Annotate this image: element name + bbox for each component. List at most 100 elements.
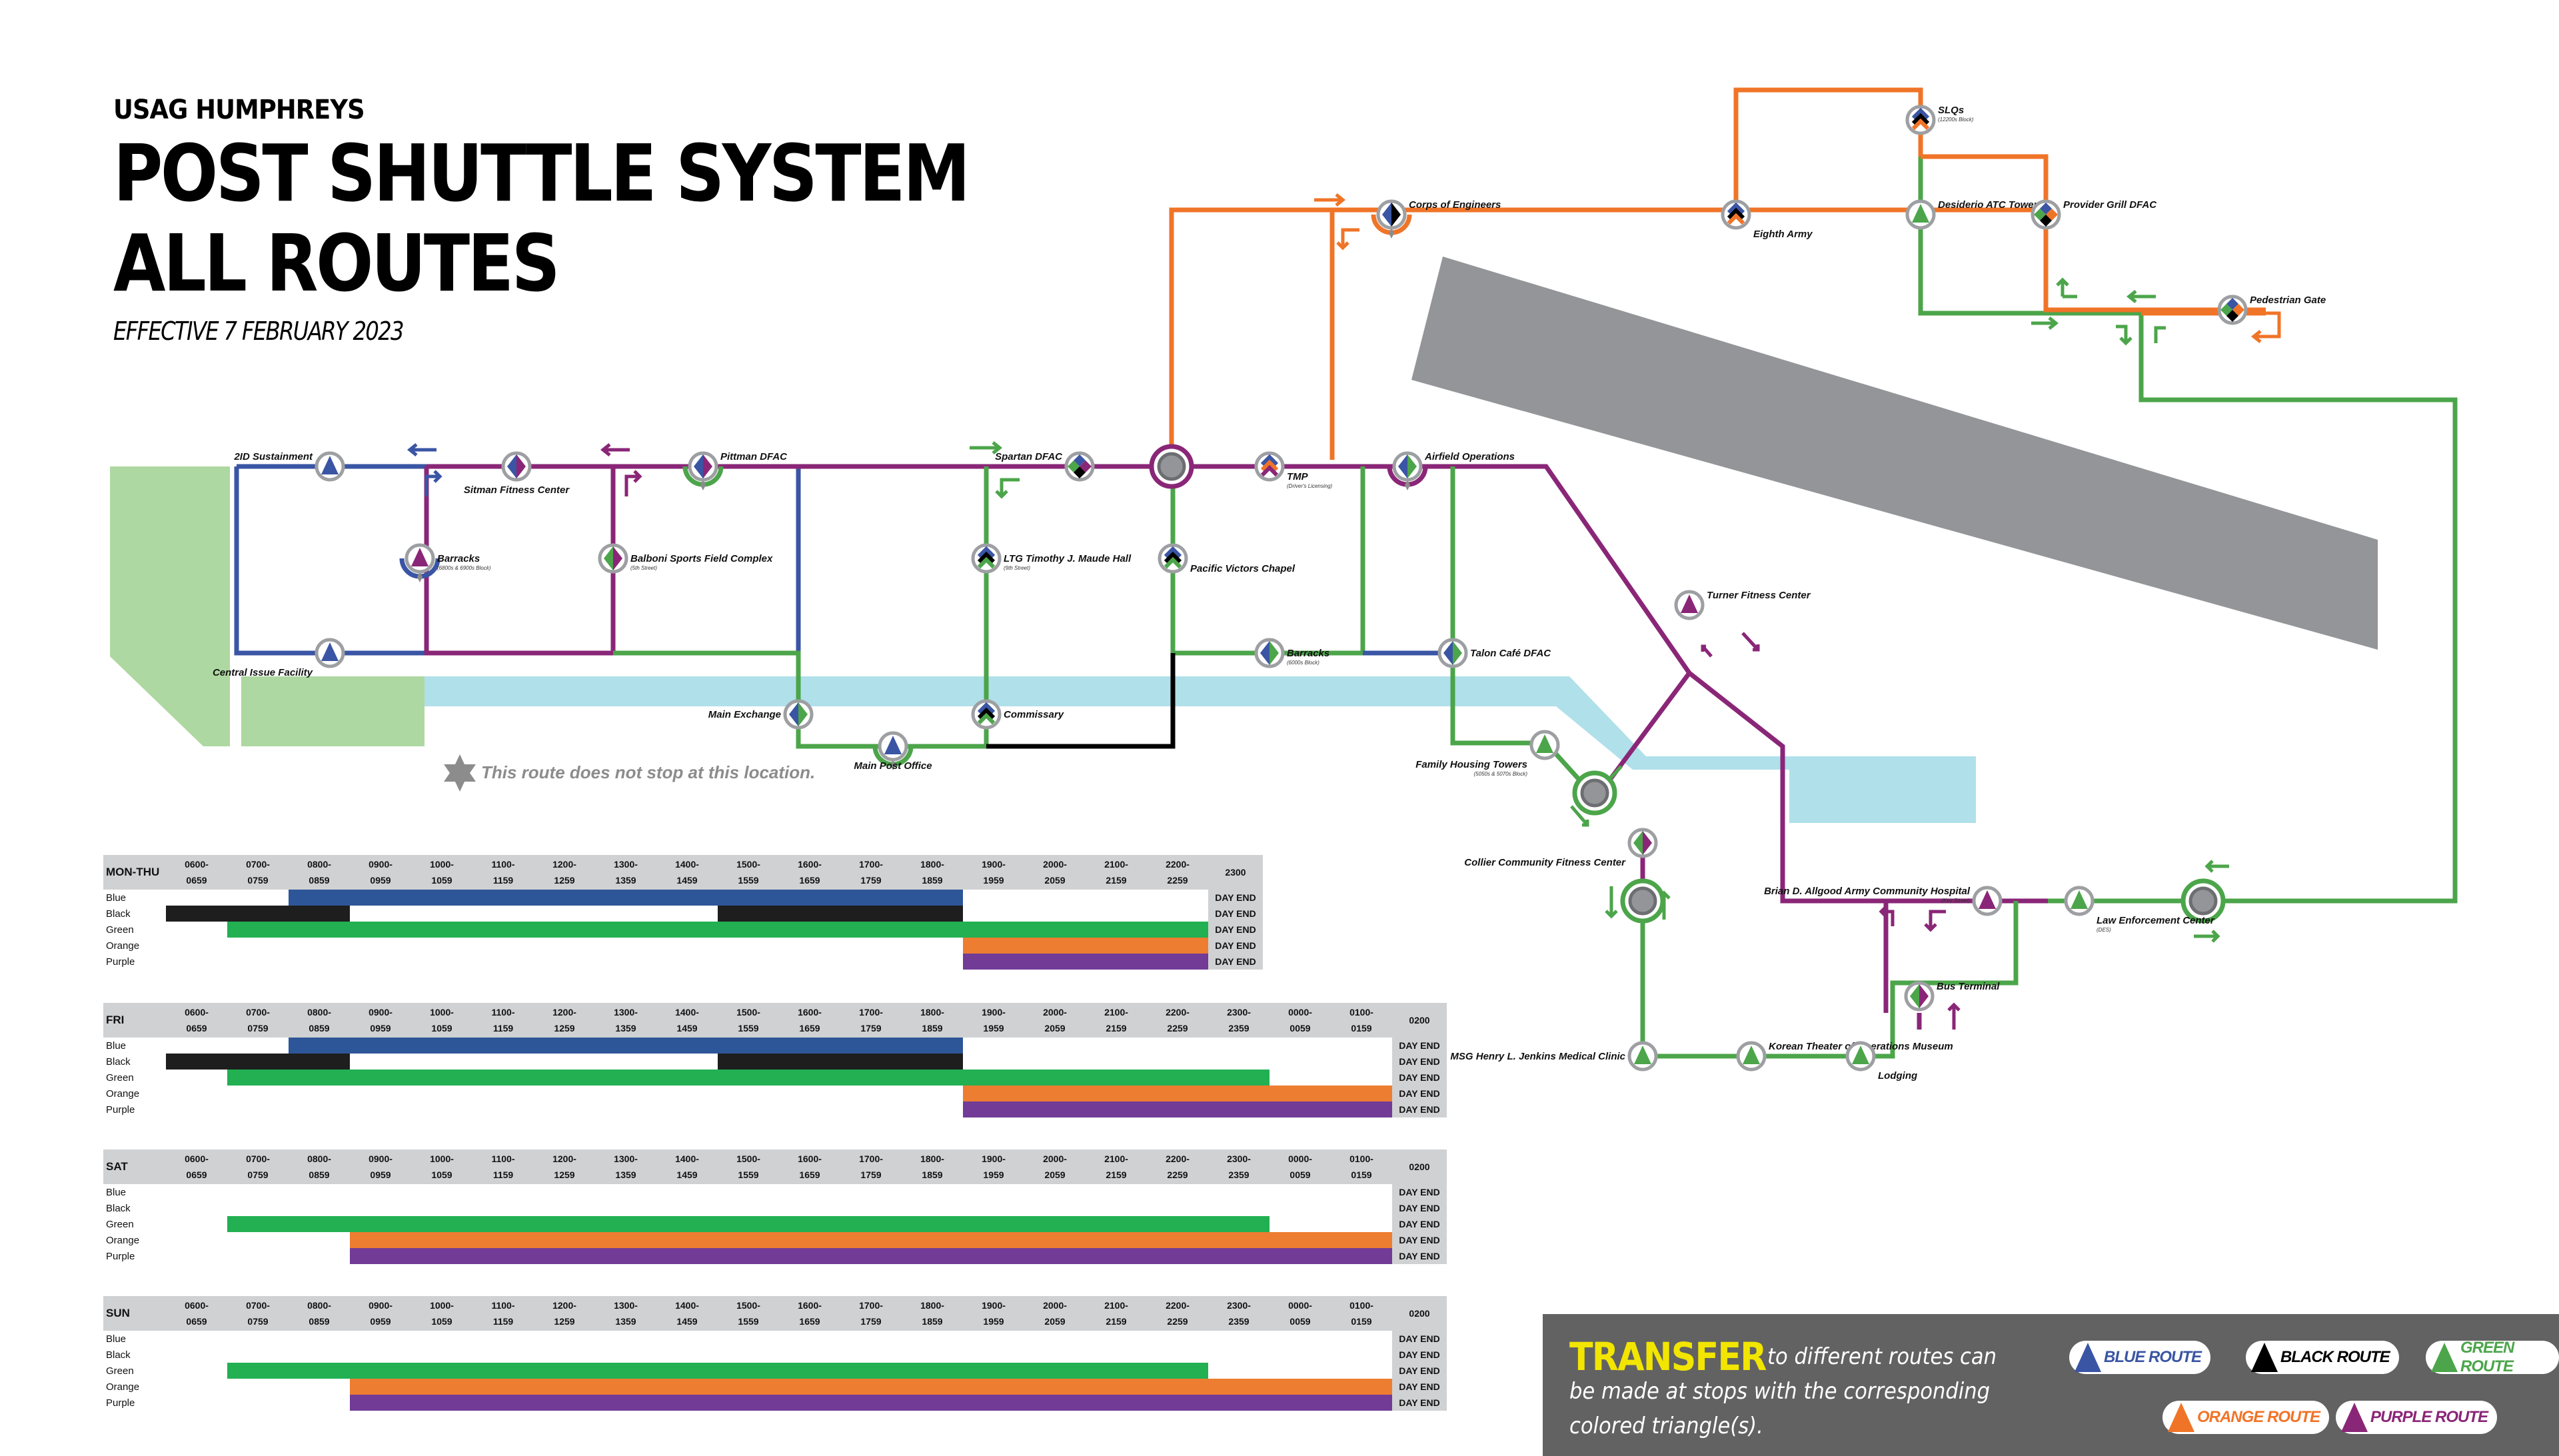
stop-marker[interactable]: Pittman DFAC: [682, 451, 788, 490]
stop-marker[interactable]: Corps of Engineers: [1371, 199, 1501, 239]
stop-marker[interactable]: Turner Fitness Center: [1674, 590, 1811, 620]
service-inactive-cell: [1024, 1200, 1086, 1216]
service-active-cell: [350, 1070, 411, 1086]
stop-label: Brian D. Allgood Army Community Hospital: [1764, 886, 1971, 897]
stop-marker[interactable]: LTG Timothy J. Maude Hall(9th Street): [971, 543, 1132, 574]
stop-marker[interactable]: Airfield Operations: [1387, 451, 1515, 490]
stop-marker[interactable]: 2ID Sustainment: [233, 451, 345, 482]
service-active-cell: [718, 1232, 779, 1248]
stop-marker[interactable]: Balboni Sports Field Complex(5th Street): [598, 543, 773, 574]
route-triangles-icon: [884, 736, 902, 754]
service-active-cell: [472, 1395, 534, 1411]
time-slot-header: 1500-1559: [718, 1296, 779, 1331]
stop-marker[interactable]: TMP(Driver's Licensing): [1254, 451, 1333, 489]
stop-marker[interactable]: Pacific Victors Chapel: [1158, 543, 1295, 574]
stop-marker[interactable]: Sitman Fitness Center: [464, 451, 570, 496]
service-active-cell: [350, 1363, 411, 1379]
service-inactive-cell: [963, 1038, 1024, 1054]
stop-marker[interactable]: Provider Grill DFAC: [2031, 199, 2157, 230]
route-triangles-icon: [1633, 831, 1652, 855]
stop-marker[interactable]: Law Enforcement Center(DES): [2064, 886, 2215, 933]
stop-label: SLQs: [1938, 105, 1964, 116]
day-end-label: DAY END: [1392, 1395, 1447, 1411]
service-inactive-cell: [534, 954, 595, 970]
service-active-cell: [963, 1232, 1024, 1248]
stop-marker[interactable]: Pedestrian Gate: [2217, 295, 2326, 325]
stop-marker[interactable]: Collier Community Fitness Center: [1464, 828, 1658, 868]
service-active-cell: [656, 890, 718, 906]
legend-green-route: GREEN ROUTE: [2426, 1339, 2559, 1375]
service-active-cell: [534, 1232, 595, 1248]
black-route-line: [986, 653, 1176, 749]
day-end-label: DAY END: [1392, 1184, 1447, 1200]
route-name: Orange: [106, 1234, 140, 1246]
service-active-cell: [1208, 1232, 1270, 1248]
time-slot-header: 1200-1259: [534, 1003, 595, 1038]
stop-sublabel: (Driver's Licensing): [1287, 483, 1333, 489]
service-active-cell: [656, 1363, 718, 1379]
stop-marker[interactable]: Desiderio ATC Tower: [1905, 199, 2039, 230]
stop-marker[interactable]: Central Issue Facility: [213, 638, 345, 678]
service-active-cell: [963, 1216, 1024, 1232]
service-inactive-cell: [718, 1200, 779, 1216]
service-active-cell: [902, 922, 963, 938]
service-inactive-cell: [1086, 1331, 1147, 1347]
star-icon: [1389, 228, 1394, 239]
route-triangles-icon: [1382, 203, 1401, 227]
day-end-label: DAY END: [1208, 938, 1263, 954]
service-inactive-cell: [411, 906, 472, 922]
route-name: Purple: [106, 1103, 135, 1115]
transfer-headline: TRANSFER: [1569, 1334, 1767, 1379]
time-slot-header: 0100-0159: [1331, 1003, 1392, 1038]
service-inactive-cell: [1024, 1038, 1086, 1054]
service-inactive-cell: [227, 1347, 289, 1363]
stop-marker[interactable]: Main Post Office: [854, 731, 932, 772]
service-active-cell: [534, 1379, 595, 1395]
orange-route-line: [1169, 87, 2266, 460]
service-inactive-cell: [1331, 1070, 1392, 1086]
service-inactive-cell: [656, 1054, 718, 1070]
service-inactive-cell: [350, 1054, 411, 1070]
time-slot-header: 0800-0859: [289, 1003, 350, 1038]
stop-marker[interactable]: Eighth Army: [1721, 199, 1813, 240]
service-inactive-cell: [1331, 1347, 1392, 1363]
stop-marker[interactable]: Spartan DFAC: [995, 451, 1095, 482]
service-inactive-cell: [166, 922, 227, 938]
route-triangles-icon: [1852, 1046, 1869, 1064]
service-active-cell: [1270, 1086, 1331, 1101]
route-triangles-icon: [1979, 890, 1996, 909]
stop-marker[interactable]: Barracks(6800s & 6900s Block): [399, 543, 491, 582]
day-end-label: DAY END: [1208, 954, 1263, 970]
service-inactive-cell: [227, 1331, 289, 1347]
stop-marker[interactable]: Talon Café DFAC: [1437, 638, 1551, 668]
stop-marker[interactable]: Brian D. Allgood Army Community Hospital…: [1764, 886, 2003, 916]
triangle-icon: [2075, 1343, 2101, 1372]
stop-marker[interactable]: Barracks(6000s Block): [1254, 638, 1329, 668]
time-slot-header: 1400-1459: [656, 1296, 718, 1331]
time-slot-header: 2000-2059: [1024, 855, 1086, 890]
stop-marker[interactable]: Lodging: [1845, 1041, 1917, 1082]
stop-marker[interactable]: Family Housing Towers(5050s & 5070s Bloc…: [1415, 730, 1560, 777]
stop-marker[interactable]: Commissary: [971, 699, 1064, 730]
service-active-cell: [656, 1070, 718, 1086]
service-inactive-cell: [1331, 1363, 1392, 1379]
service-inactive-cell: [1270, 1038, 1331, 1054]
service-inactive-cell: [595, 1086, 656, 1101]
service-active-cell: [472, 890, 534, 906]
service-inactive-cell: [472, 1086, 534, 1101]
stop-marker[interactable]: SLQs(12200s Block): [1905, 105, 1974, 135]
service-active-cell: [1331, 1379, 1392, 1395]
service-active-cell: [718, 1038, 779, 1054]
service-active-cell: [534, 922, 595, 938]
time-slot-header: 1300-1359: [595, 1003, 656, 1038]
stop-marker[interactable]: MSG Henry L. Jenkins Medical Clinic: [1450, 1041, 1658, 1072]
service-active-cell: [1147, 922, 1208, 938]
service-inactive-cell: [1331, 1200, 1392, 1216]
service-active-cell: [1086, 922, 1147, 938]
service-inactive-cell: [963, 1331, 1024, 1347]
service-inactive-cell: [289, 1379, 350, 1395]
stop-marker[interactable]: Main Exchange: [708, 699, 814, 730]
service-active-cell: [840, 1232, 902, 1248]
stop-marker[interactable]: Korean Theater of Operations Museum: [1736, 1041, 1953, 1072]
stop-marker[interactable]: Bus Terminal: [1904, 981, 2000, 1012]
